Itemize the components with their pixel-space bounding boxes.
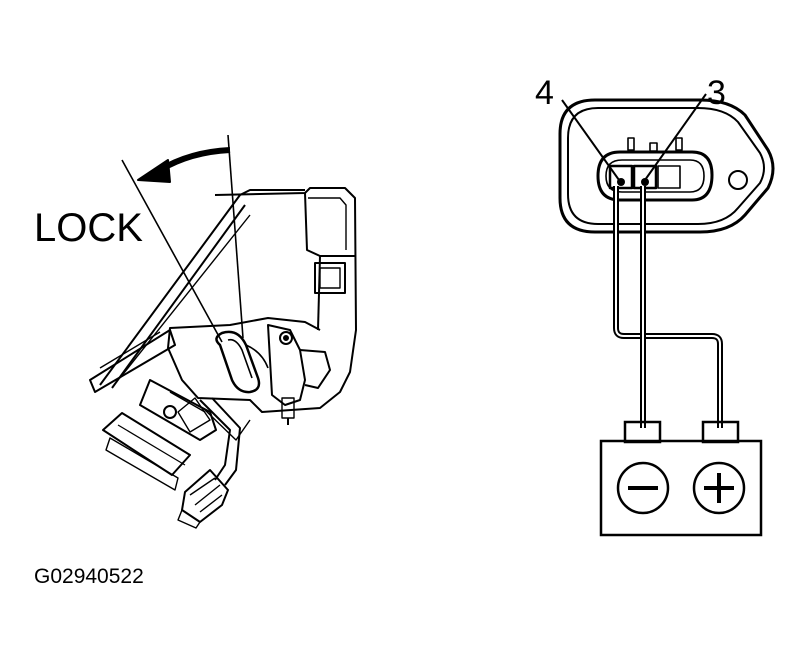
plus-icon	[704, 473, 734, 503]
lock-rotation-arrow	[158, 147, 231, 173]
actuator-connector	[102, 412, 191, 476]
battery	[599, 420, 763, 537]
swing-line-right	[227, 134, 244, 339]
lock-label: LOCK	[34, 206, 143, 250]
housing-window	[314, 262, 346, 294]
pin-4-pointer	[561, 99, 620, 181]
negative-terminal-mark	[616, 461, 670, 515]
test-leads	[613, 186, 723, 428]
actuator-housing	[167, 187, 357, 413]
lock-lever	[215, 330, 261, 394]
mounting-hole	[728, 170, 748, 190]
battery-body	[599, 439, 763, 537]
lead-pin-4-double	[613, 186, 723, 428]
pin-4-label: 4	[535, 74, 554, 112]
terminal-4	[608, 164, 634, 190]
swing-line-left	[121, 159, 223, 343]
connector-housing-outer	[558, 98, 775, 234]
connector-housing-inner	[567, 107, 765, 225]
pin-3-pointer	[644, 93, 707, 181]
positive-terminal-mark	[692, 461, 746, 515]
actuator-cable	[199, 399, 231, 481]
door-lock-assembly	[89, 134, 357, 529]
connector-face	[558, 93, 775, 234]
arrow-head-icon	[137, 159, 171, 183]
lower-link	[139, 379, 217, 441]
terminal-cavity	[596, 150, 714, 202]
mounting-frame	[99, 189, 305, 386]
pin-3-label: 3	[707, 74, 726, 112]
figure-code: G02940522	[34, 565, 144, 588]
